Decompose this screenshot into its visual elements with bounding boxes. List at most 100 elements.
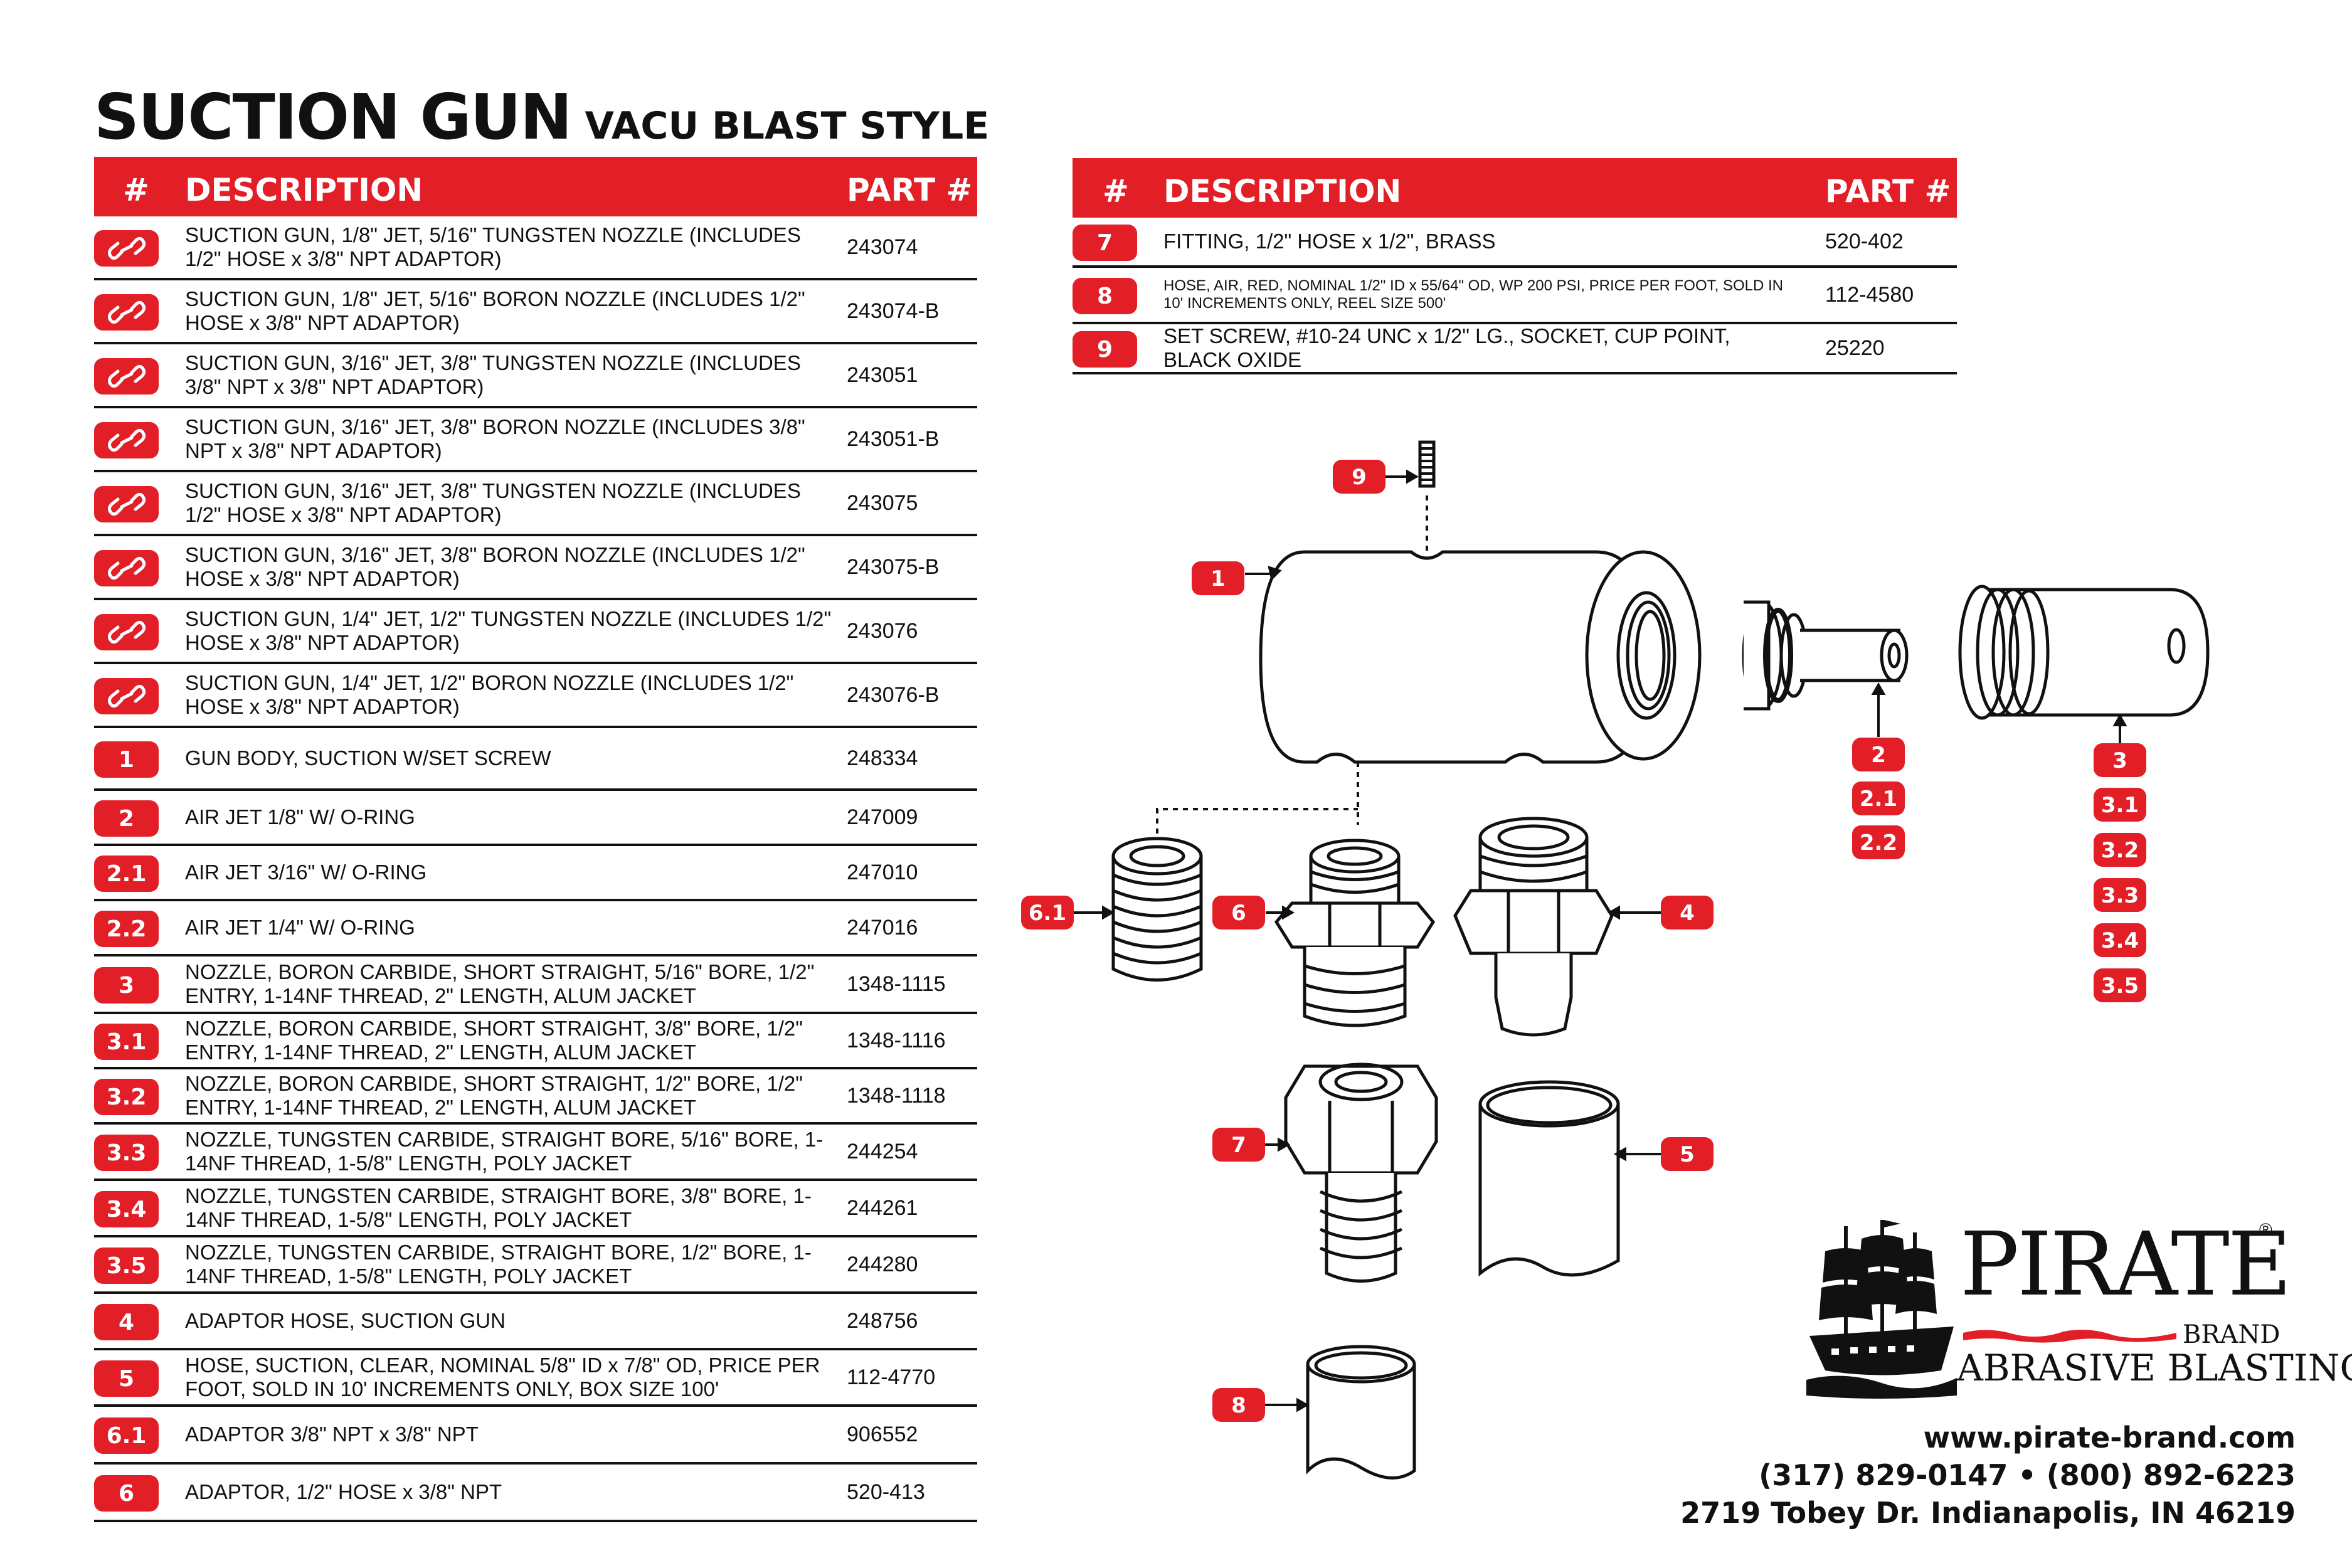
- callout-label: 3.5: [2101, 973, 2139, 999]
- item-number-badge: 2.2: [94, 911, 159, 947]
- part-number: 247009: [847, 805, 918, 829]
- callout-label: 3.4: [2101, 928, 2139, 953]
- callout-badge: 8: [1212, 1388, 1265, 1422]
- part-number: 243075-B: [847, 554, 940, 579]
- table-row: SUCTION GUN, 3/16" JET, 3/8" BORON NOZZL…: [94, 536, 977, 600]
- callout-badge: 4: [1661, 896, 1714, 930]
- callout-badge: 6.1: [1021, 896, 1074, 930]
- callout-label: 5: [1680, 1142, 1695, 1167]
- part-number: 25220: [1825, 336, 1885, 360]
- item-description: ADAPTOR 3/8" NPT x 3/8" NPT: [185, 1422, 479, 1446]
- item-number-badge: 2: [94, 800, 159, 837]
- header-num: #: [1103, 173, 1129, 209]
- item-number-badge: 3.2: [94, 1079, 159, 1115]
- link-icon[interactable]: [94, 294, 159, 331]
- nozzle-part: [1958, 585, 2210, 720]
- phone-numbers: (317) 829-0147 • (800) 892-6223: [1759, 1458, 2296, 1492]
- item-description: SUCTION GUN, 1/4" JET, 1/2" BORON NOZZLE…: [185, 671, 794, 718]
- item-description: SUCTION GUN, 1/4" JET, 1/2" TUNGSTEN NOZ…: [185, 607, 832, 654]
- callout-label: 3.1: [2101, 793, 2139, 818]
- logo-pirate-word: PIRATE: [1960, 1214, 2292, 1316]
- item-description: HOSE, SUCTION, CLEAR, NOMINAL 5/8" ID x …: [185, 1353, 820, 1401]
- part-number: 243074: [847, 235, 918, 259]
- adaptor-6-part: [1274, 839, 1436, 1027]
- callout-badge: 3.2: [2094, 833, 2146, 867]
- part-number: 243051-B: [847, 426, 940, 451]
- callout-badge: 5: [1661, 1137, 1714, 1171]
- header-part: PART #: [1825, 173, 1951, 209]
- item-description: SUCTION GUN, 3/16" JET, 3/8" BORON NOZZL…: [185, 543, 805, 590]
- callout-label: 6.1: [1029, 901, 1066, 926]
- link-icon[interactable]: [94, 422, 159, 458]
- item-description: NOZZLE, BORON CARBIDE, SHORT STRAIGHT, 3…: [185, 1017, 803, 1064]
- part-number: 112-4580: [1825, 282, 1914, 307]
- item-number-badge: 5: [94, 1360, 159, 1397]
- part-number: 112-4770: [847, 1365, 936, 1389]
- link-icon[interactable]: [94, 614, 159, 650]
- part-number: 243074-B: [847, 299, 940, 323]
- callout-label: 9: [1352, 465, 1367, 490]
- item-number-badge: 3.5: [94, 1248, 159, 1284]
- title-main: SUCTION GUN: [94, 80, 573, 154]
- table-row: SUCTION GUN, 1/4" JET, 1/2" BORON NOZZLE…: [94, 664, 977, 728]
- item-description: ADAPTOR HOSE, SUCTION GUN: [185, 1309, 506, 1332]
- part-number: 520-413: [847, 1480, 925, 1504]
- header-part: PART #: [847, 172, 973, 208]
- link-icon[interactable]: [94, 678, 159, 714]
- link-icon[interactable]: [94, 358, 159, 395]
- table-row: SUCTION GUN, 3/16" JET, 3/8" TUNGSTEN NO…: [94, 472, 977, 536]
- item-number-badge: 6: [94, 1475, 159, 1512]
- callout-badge: 2: [1852, 738, 1905, 771]
- item-number-badge: 8: [1073, 278, 1137, 314]
- table-row: SUCTION GUN, 3/16" JET, 3/8" TUNGSTEN NO…: [94, 344, 977, 408]
- callout-label: 6: [1231, 901, 1246, 926]
- item-description: SET SCREW, #10-24 UNC x 1/2" LG., SOCKET…: [1163, 324, 1730, 371]
- item-description: NOZZLE, TUNGSTEN CARBIDE, STRAIGHT BORE,…: [185, 1241, 812, 1288]
- part-number: 247010: [847, 860, 918, 884]
- logo-registered-mark: ®: [2259, 1220, 2272, 1239]
- suction-hose-part: [1478, 1080, 1620, 1277]
- part-number: 243076: [847, 618, 918, 643]
- table-row: 3.5 NOZZLE, TUNGSTEN CARBIDE, STRAIGHT BO…: [94, 1237, 977, 1294]
- part-number: 243075: [847, 490, 918, 515]
- part-number: 247016: [847, 915, 918, 940]
- item-description: SUCTION GUN, 3/16" JET, 3/8" TUNGSTEN NO…: [185, 479, 801, 526]
- item-number-badge: 3.1: [94, 1024, 159, 1060]
- link-icon[interactable]: [94, 550, 159, 586]
- callout-label: 2: [1871, 743, 1886, 768]
- link-icon[interactable]: [94, 230, 159, 267]
- callout-badge: 3: [2094, 743, 2146, 777]
- part-number: 520-402: [1825, 229, 1904, 253]
- item-description: NOZZLE, TUNGSTEN CARBIDE, STRAIGHT BORE,…: [185, 1184, 812, 1231]
- callout-badge: 3.1: [2094, 788, 2146, 822]
- header-description: DESCRIPTION: [185, 172, 423, 208]
- table-row: SUCTION GUN, 1/4" JET, 1/2" TUNGSTEN NOZ…: [94, 600, 977, 664]
- item-description: SUCTION GUN, 3/16" JET, 3/8" TUNGSTEN NO…: [185, 351, 801, 398]
- item-description: AIR JET 1/8" W/ O-RING: [185, 805, 415, 829]
- air-jet-part: [1742, 600, 1909, 711]
- part-number: 243051: [847, 363, 918, 387]
- item-description: HOSE, AIR, RED, NOMINAL 1/2" ID x 55/64"…: [1163, 277, 1783, 312]
- adaptor-hose-part: [1453, 817, 1614, 1037]
- table-row: SUCTION GUN, 3/16" JET, 3/8" BORON NOZZL…: [94, 408, 977, 472]
- pirate-brand-logo: PIRATE ® BRAND ABRASIVE BLASTING: [1806, 1214, 2352, 1402]
- item-description: SUCTION GUN, 3/16" JET, 3/8" BORON NOZZL…: [185, 415, 805, 462]
- table-row: 5 HOSE, SUCTION, CLEAR, NOMINAL 5/8" ID x…: [94, 1350, 977, 1407]
- link-icon[interactable]: [94, 486, 159, 522]
- website-link[interactable]: www.pirate-brand.com: [1923, 1421, 2296, 1454]
- set-screw-part: [1418, 440, 1436, 555]
- callout-label: 2.1: [1860, 787, 1897, 812]
- part-number: 248334: [847, 746, 918, 770]
- part-number: 244261: [847, 1195, 918, 1220]
- item-description: NOZZLE, BORON CARBIDE, SHORT STRAIGHT, 5…: [185, 960, 815, 1007]
